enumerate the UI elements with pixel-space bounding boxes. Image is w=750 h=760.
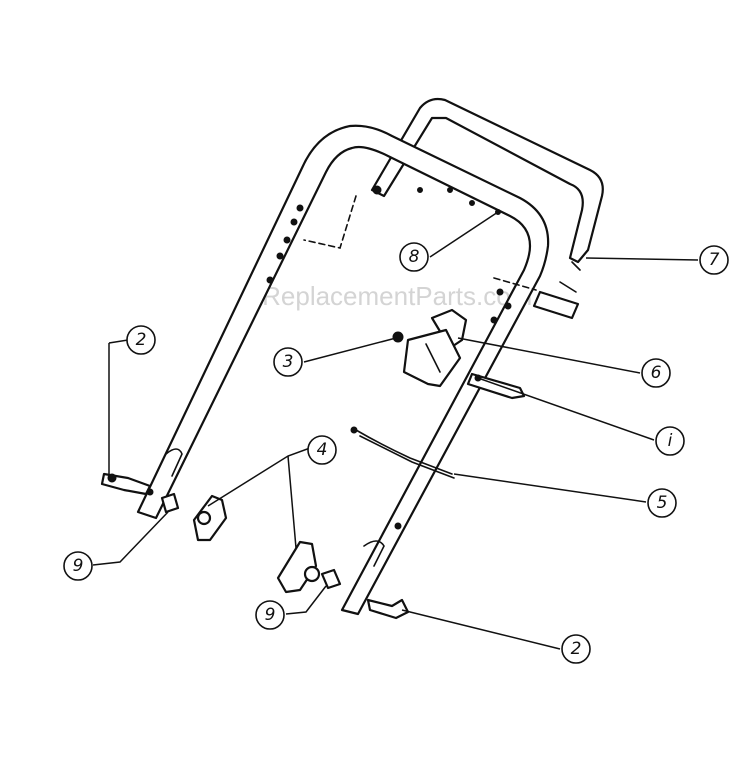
callout-label: 2 xyxy=(136,330,147,350)
washer-lower-part-9 xyxy=(320,568,342,590)
watermark-text: eReplacementParts.com xyxy=(248,281,533,311)
callout-6: 6 xyxy=(641,358,671,388)
callout-4: 4 xyxy=(307,435,337,465)
callout-label: 9 xyxy=(265,605,276,625)
callout-9-bottom: 9 xyxy=(255,600,285,630)
callout-label: 7 xyxy=(709,250,720,270)
callout-label: 8 xyxy=(409,247,420,267)
callout-label: 3 xyxy=(283,352,294,372)
callout-label: 4 xyxy=(317,440,328,460)
control-box xyxy=(402,308,468,388)
leader-lines xyxy=(92,211,699,650)
callout-label: 9 xyxy=(73,556,84,576)
washer-upper-part-9 xyxy=(160,492,180,514)
callout-9-left: 9 xyxy=(63,551,93,581)
bolt-right-part-2 xyxy=(366,598,410,620)
callout-label: 6 xyxy=(651,363,662,383)
callout-2-bottom: 2 xyxy=(561,634,591,664)
callout-label: 5 xyxy=(657,493,668,513)
knob-lower-part-4 xyxy=(276,540,321,594)
callout-3: 3 xyxy=(273,347,303,377)
control-cable xyxy=(350,426,455,479)
bolt-left-part-2 xyxy=(100,472,152,496)
upper-handle xyxy=(370,97,604,320)
callout-i: i xyxy=(655,426,685,456)
bolt-part-3 xyxy=(392,331,404,343)
knob-upper-part-4 xyxy=(192,494,228,542)
callout-8: 8 xyxy=(399,242,429,272)
callout-2-top: 2 xyxy=(126,325,156,355)
main-handle xyxy=(136,124,550,616)
callout-label: 2 xyxy=(571,639,582,659)
callout-7: 7 xyxy=(699,245,729,275)
callout-label: i xyxy=(668,431,673,451)
callout-5: 5 xyxy=(647,488,677,518)
